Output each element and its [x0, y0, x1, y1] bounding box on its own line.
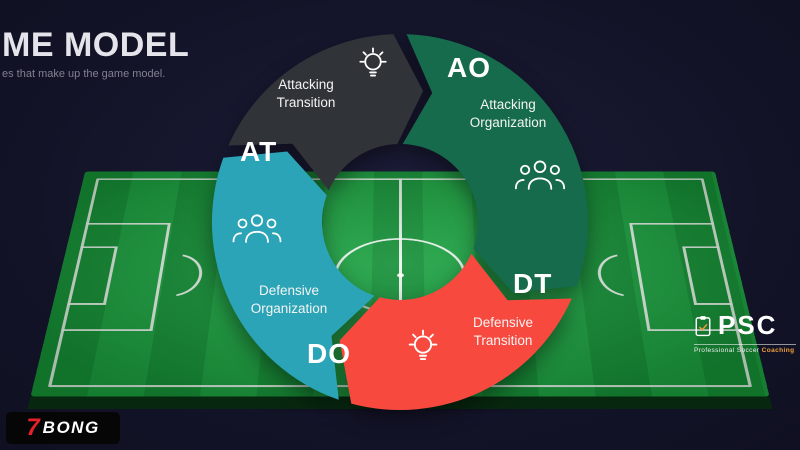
cycle-segment-dt	[339, 253, 572, 411]
team-icon	[230, 210, 284, 247]
segment-abbr-do: DO	[307, 338, 351, 369]
psc-logo: PSC Professional Soccer Coaching	[694, 310, 796, 354]
psc-tagline: Professional Soccer Coaching	[694, 344, 796, 354]
cycle-segment-ao	[402, 34, 589, 293]
psc-tagline-accent: Coaching	[761, 347, 795, 354]
watermark-accent: 7	[26, 414, 40, 441]
segment-abbr-at: AT	[240, 136, 278, 167]
segment-name-do: Defensive Organization	[250, 283, 328, 316]
lightbulb-icon	[356, 46, 390, 86]
watermark-badge: 7 BONG	[6, 412, 120, 444]
page-title: ME MODEL	[2, 26, 190, 64]
segment-abbr-dt: DT	[513, 268, 553, 299]
segment-name-dt: Defensive Transition	[472, 315, 534, 348]
segment-abbr-ao: AO	[447, 52, 491, 83]
cycle-segment-do	[211, 151, 375, 400]
page-subtitle: es that make up the game model.	[2, 68, 166, 80]
segment-name-at: Attacking Transition	[276, 77, 336, 110]
clipboard-icon	[694, 315, 712, 337]
psc-tagline-text: Professional Soccer	[694, 347, 760, 354]
psc-abbr: PSC	[718, 310, 778, 340]
team-icon	[512, 156, 568, 194]
lightbulb-icon	[405, 328, 441, 370]
watermark-text: BONG	[42, 418, 100, 437]
segment-name-ao: Attacking Organization	[469, 97, 547, 130]
